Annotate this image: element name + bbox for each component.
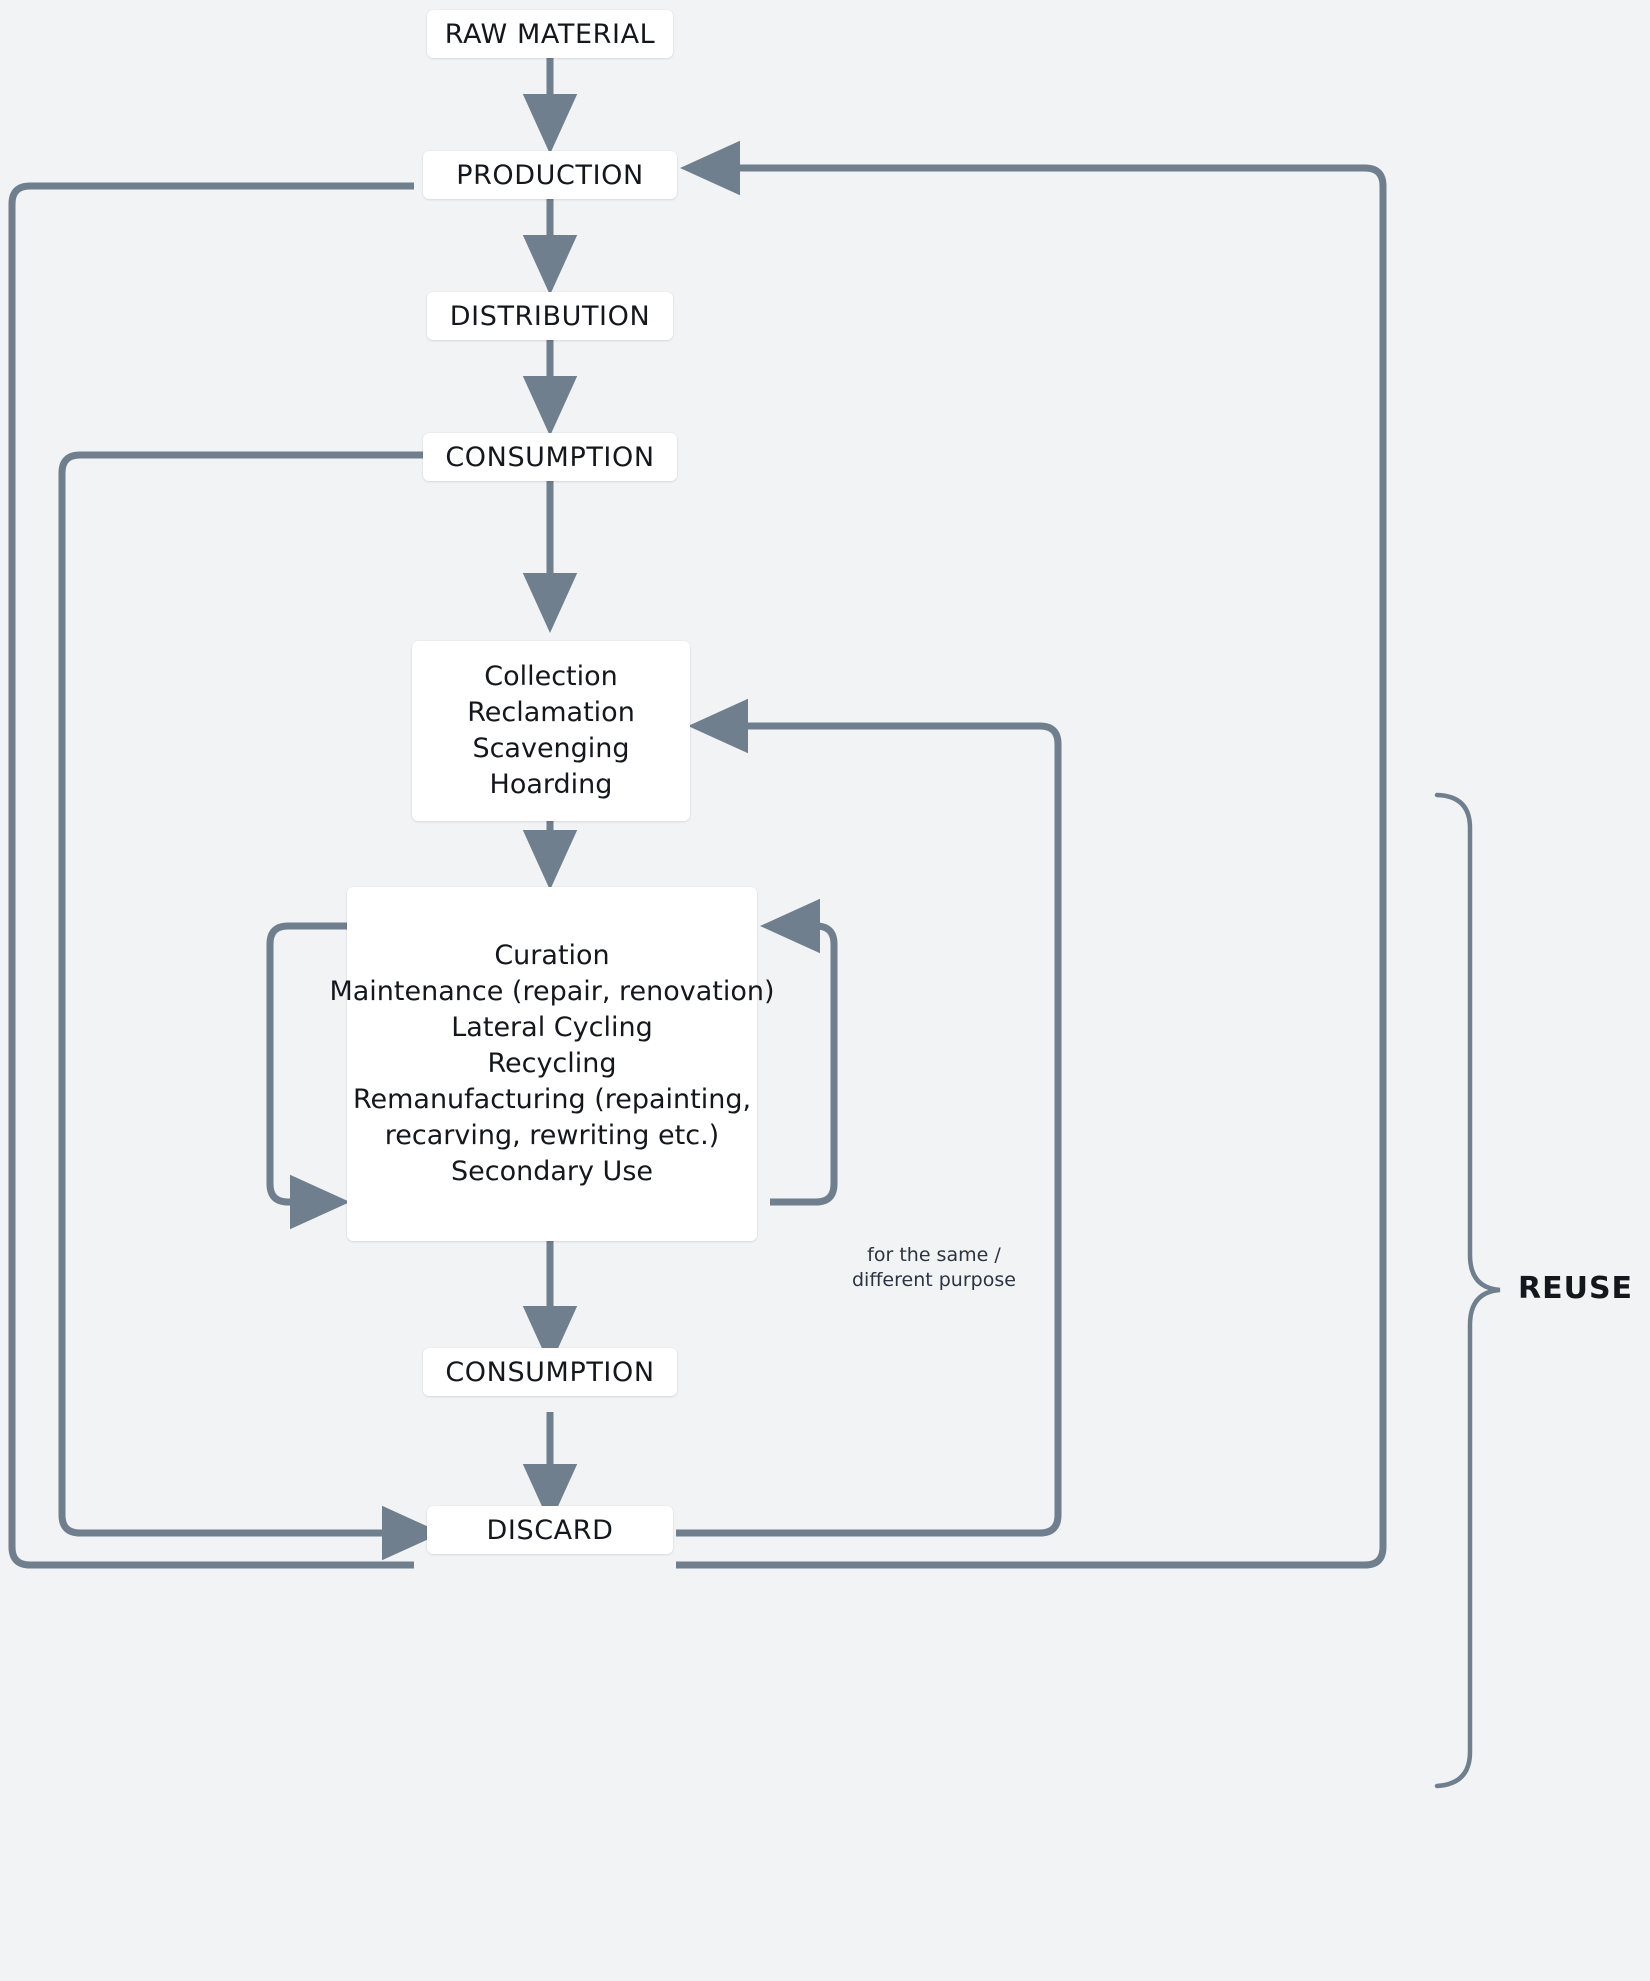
node-curation-line-5: Remanufacturing (repainting,	[352, 1083, 752, 1115]
edge-bottom-left-to-production	[8, 182, 414, 1569]
node-curation-line-2: Maintenance (repair, renovation)	[329, 976, 775, 1008]
node-curation-line-7: Secondary Use	[450, 1155, 653, 1187]
node-raw-material[interactable]: RAW MATERIAL	[427, 10, 673, 58]
node-discard-label: DISCARD	[486, 1514, 614, 1546]
edge-discard-to-production	[676, 140, 1387, 1569]
node-collection-line-1: Collection	[484, 661, 618, 693]
node-discard[interactable]: DISCARD	[427, 1506, 673, 1554]
reuse-brace-icon	[1434, 792, 1501, 1789]
annotation-purpose-line-2: different purpose	[852, 1268, 1016, 1291]
reuse-text: REUSE	[1518, 1271, 1634, 1306]
annotation-purpose-line-1: for the same /	[867, 1244, 1001, 1266]
annotation-same-different-purpose: for the same / different purpose	[852, 1243, 1016, 1292]
node-production[interactable]: PRODUCTION	[423, 151, 677, 199]
node-collection[interactable]: Collection Reclamation Scavenging Hoardi…	[412, 641, 690, 821]
edge-curation-self-loop-left	[266, 922, 351, 1230]
node-consumption-second-label: CONSUMPTION	[445, 1356, 655, 1388]
node-distribution-label: DISTRIBUTION	[449, 300, 651, 332]
edge-curation-self-loop-right	[759, 898, 838, 1206]
node-collection-line-4: Hoarding	[489, 768, 613, 800]
node-distribution[interactable]: DISTRIBUTION	[427, 292, 673, 340]
node-collection-line-2: Reclamation	[467, 697, 635, 729]
node-curation-line-1: Curation	[494, 940, 610, 972]
annotation-reuse-label: REUSE	[1518, 1271, 1633, 1306]
node-collection-line-3: Scavenging	[472, 733, 630, 764]
node-curation-line-4: Recycling	[487, 1048, 617, 1080]
node-consumption-second[interactable]: CONSUMPTION	[423, 1348, 677, 1396]
node-production-label: PRODUCTION	[456, 159, 644, 191]
node-curation[interactable]: Curation Maintenance (repair, renovation…	[329, 887, 775, 1241]
node-raw-material-label: RAW MATERIAL	[444, 18, 656, 50]
node-consumption-first[interactable]: CONSUMPTION	[423, 433, 677, 481]
node-curation-line-3: Lateral Cycling	[451, 1012, 653, 1044]
node-consumption-first-label: CONSUMPTION	[445, 441, 655, 473]
node-curation-line-6: recarving, rewriting etc.)	[384, 1119, 720, 1151]
